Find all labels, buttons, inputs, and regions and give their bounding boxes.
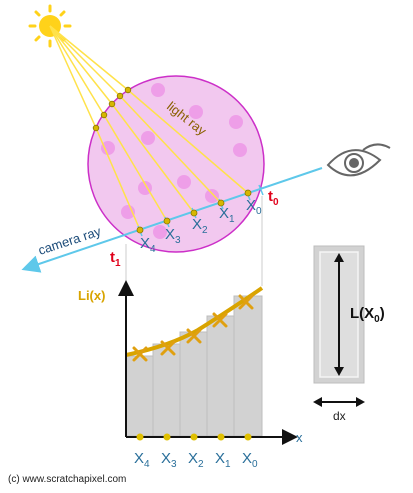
credit-text: (c) www.scratchapixel.com (8, 474, 126, 485)
bar-x2 (179, 331, 208, 437)
sample-label-x3: X3 (165, 226, 181, 246)
camera-ray-sample-points (136, 189, 252, 234)
axis-label-x0: X0 (242, 450, 258, 470)
dx-label: dx (333, 409, 346, 423)
light-ray-entry-points (92, 86, 132, 132)
t1-label: t1 (110, 249, 121, 269)
riemann-bars (125, 295, 263, 437)
axis-sample-points (136, 433, 252, 441)
top-sample-labels: X4 X3 X2 X1 X0 (140, 197, 262, 255)
bar-x3 (152, 343, 181, 437)
axis-label-x4: X4 (134, 450, 150, 470)
axis-label-x2: X2 (188, 450, 204, 470)
dx-arrow (313, 397, 365, 407)
eye-icon (326, 143, 391, 177)
medium-particles (101, 83, 247, 239)
li-axis-label: Li(x) (78, 288, 105, 303)
l-x0-bar (313, 245, 365, 384)
bar-x4 (125, 355, 154, 437)
axis-label-x1: X1 (215, 450, 231, 470)
light-rays (49, 25, 249, 231)
bar-x0 (233, 295, 263, 437)
axis-label-x3: X3 (161, 450, 177, 470)
curve-sample-crosses (132, 294, 254, 362)
t0-label: t0 (268, 188, 279, 208)
sample-label-x0: X0 (246, 197, 262, 217)
participating-medium-sphere (87, 75, 265, 253)
bottom-sample-labels: X4 X3 X2 X1 X0 (134, 450, 258, 470)
x-axis-label: x (296, 430, 303, 445)
sample-label-x4: X4 (140, 235, 156, 255)
l-x0-label: L(X0) (350, 305, 385, 325)
sample-label-x1: X1 (219, 205, 235, 225)
bar-x1 (206, 315, 235, 437)
sample-label-x2: X2 (192, 216, 208, 236)
